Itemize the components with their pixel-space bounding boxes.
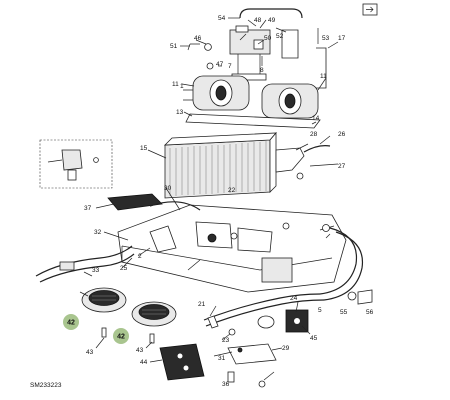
- callout-7: 7: [228, 63, 232, 70]
- callout-43a: 43: [86, 349, 94, 356]
- callout-21: 21: [198, 301, 206, 308]
- callout-24: 24: [290, 295, 298, 302]
- lower-brackets: [159, 289, 373, 388]
- callout-11a: 11: [172, 81, 179, 88]
- callout-17: 17: [338, 35, 346, 42]
- callout-14: 14: [312, 115, 320, 122]
- hose-set: [35, 201, 364, 327]
- callout-45: 45: [310, 335, 318, 342]
- callout-36: 36: [222, 381, 230, 388]
- callout-labels: 1 2 5 7 8 11 11 13 14 15 17 21 22 23 24 …: [84, 15, 374, 388]
- callout-25: 25: [120, 265, 128, 272]
- heater-core: [163, 131, 331, 199]
- callout-28: 28: [310, 131, 318, 138]
- highlighted-callout-42a[interactable]: 42: [63, 314, 79, 330]
- blower-right: [261, 83, 319, 119]
- callout-56: 56: [366, 309, 374, 316]
- callout-52: 52: [276, 33, 284, 40]
- callout-49: 49: [268, 17, 276, 24]
- heater-housing: [117, 204, 347, 293]
- callout-13: 13: [176, 109, 184, 116]
- valve-assembly: [187, 8, 327, 89]
- highlighted-callout-42b-text: 42: [117, 334, 125, 341]
- filter: [107, 193, 163, 211]
- callout-46: 46: [194, 35, 202, 42]
- callout-44: 44: [140, 359, 148, 366]
- callout-29: 29: [282, 345, 290, 352]
- callout-32: 32: [94, 229, 102, 236]
- callout-1: 1: [180, 83, 184, 90]
- callout-2: 2: [138, 253, 142, 260]
- callout-54: 54: [218, 15, 226, 22]
- callout-55: 55: [340, 309, 348, 316]
- detail-inset: [39, 139, 113, 189]
- callout-31: 31: [218, 355, 226, 362]
- screws: [101, 327, 155, 344]
- callout-5: 5: [318, 307, 322, 314]
- callout-11b: 11: [320, 73, 327, 80]
- blower-mount-plate: [185, 113, 321, 129]
- blower-left: [183, 75, 250, 111]
- callout-53: 53: [322, 35, 330, 42]
- callout-51: 51: [170, 43, 178, 50]
- callout-43b: 43: [136, 347, 144, 354]
- vent-grille-right: [131, 301, 177, 327]
- folder-arrow-icon[interactable]: [362, 3, 378, 16]
- callout-30: 30: [164, 185, 172, 192]
- callout-37: 37: [84, 205, 92, 212]
- highlighted-callout-42b[interactable]: 42: [113, 328, 129, 344]
- leader-lines: [79, 17, 339, 381]
- callout-47: 47: [216, 61, 224, 68]
- highlighted-callout-42a-text: 42: [67, 320, 75, 327]
- callout-23: 23: [222, 337, 230, 344]
- callout-50: 50: [264, 35, 272, 42]
- vent-grille-left: [81, 287, 127, 313]
- callout-48: 48: [254, 17, 262, 24]
- callout-8: 8: [260, 67, 264, 74]
- callout-22: 22: [228, 187, 236, 194]
- callout-15: 15: [140, 145, 148, 152]
- callout-33: 33: [92, 267, 100, 274]
- callout-26: 26: [338, 131, 346, 138]
- callout-27: 27: [338, 163, 346, 170]
- drawing-code: SM233223: [30, 382, 62, 389]
